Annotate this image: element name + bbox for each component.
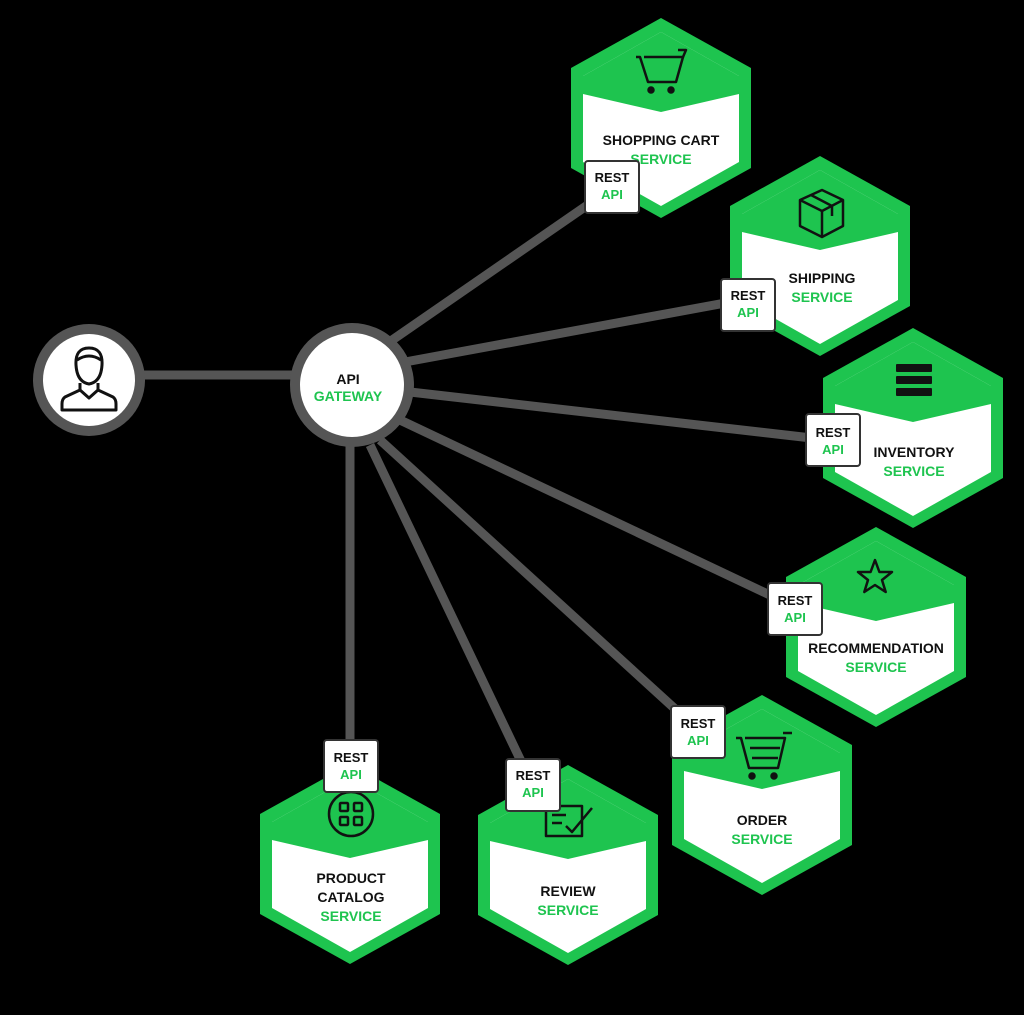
inventory-subtitle: SERVICE: [883, 463, 944, 479]
client-node: [33, 324, 145, 436]
connector-gateway-inventory: [409, 387, 830, 445]
user-icon: [60, 346, 118, 412]
api-label: API: [822, 442, 844, 457]
api-label: API: [601, 187, 623, 202]
connector-gateway-order: [376, 436, 700, 732]
order-subtitle: SERVICE: [731, 831, 792, 847]
rest-api-badge-shipping: REST API: [720, 278, 776, 332]
connectors: [140, 189, 830, 782]
rest-label: REST: [516, 768, 551, 783]
order-label: ORDER: [737, 812, 788, 828]
connector-gateway-shopping-cart: [382, 189, 608, 349]
gateway-label-line1: API: [336, 371, 359, 387]
api-label: API: [340, 767, 362, 782]
connector-gateway-review: [365, 443, 535, 782]
rest-api-badge-shopping-cart: REST API: [584, 160, 640, 214]
review-icon: [544, 804, 593, 838]
api-label: API: [522, 785, 544, 800]
rest-api-badge-order: REST API: [670, 705, 726, 759]
recommendation-subtitle: SERVICE: [845, 659, 906, 675]
inventory-service: INVENTORY SERVICE: [823, 328, 1003, 528]
rest-api-badge-recommendation: REST API: [767, 582, 823, 636]
shopping-cart-subtitle: SERVICE: [630, 151, 691, 167]
rest-label: REST: [681, 716, 716, 731]
shopping-cart-label: SHOPPING CART: [603, 132, 720, 148]
rest-api-badge-product-catalog: REST API: [323, 739, 379, 793]
inventory-label: INVENTORY: [874, 444, 956, 460]
review-label: REVIEW: [540, 883, 596, 899]
rest-label: REST: [816, 425, 851, 440]
review-service: REVIEW SERVICE: [478, 765, 658, 965]
stack-icon: [896, 364, 932, 396]
rest-label: REST: [595, 170, 630, 185]
rest-api-badge-review: REST API: [505, 758, 561, 812]
connector-gateway-shipping: [404, 294, 748, 367]
product-catalog-subtitle: SERVICE: [320, 908, 381, 924]
review-subtitle: SERVICE: [537, 902, 598, 918]
box-icon: [798, 188, 845, 239]
product-catalog-label-line1: PRODUCT: [316, 870, 386, 886]
api-label: API: [687, 733, 709, 748]
api-gateway-node: API GATEWAY: [290, 323, 414, 447]
shipping-label: SHIPPING: [789, 270, 856, 286]
connector-gateway-recommendation: [398, 415, 795, 611]
rest-label: REST: [334, 750, 369, 765]
rest-label: REST: [731, 288, 766, 303]
recommendation-service: RECOMMENDATION SERVICE: [786, 527, 966, 727]
gateway-label-line2: GATEWAY: [314, 388, 383, 404]
api-label: API: [784, 610, 806, 625]
cart-icon: [636, 48, 688, 94]
rest-label: REST: [778, 593, 813, 608]
product-catalog-service: PRODUCT CATALOG SERVICE: [260, 764, 440, 964]
product-catalog-label-line2: CATALOG: [317, 889, 384, 905]
rest-api-badge-inventory: REST API: [805, 413, 861, 467]
star-icon: [856, 558, 894, 594]
api-label: API: [737, 305, 759, 320]
recommendation-label: RECOMMENDATION: [808, 640, 944, 656]
order-cart-icon: [736, 731, 792, 780]
shipping-subtitle: SERVICE: [791, 289, 852, 305]
